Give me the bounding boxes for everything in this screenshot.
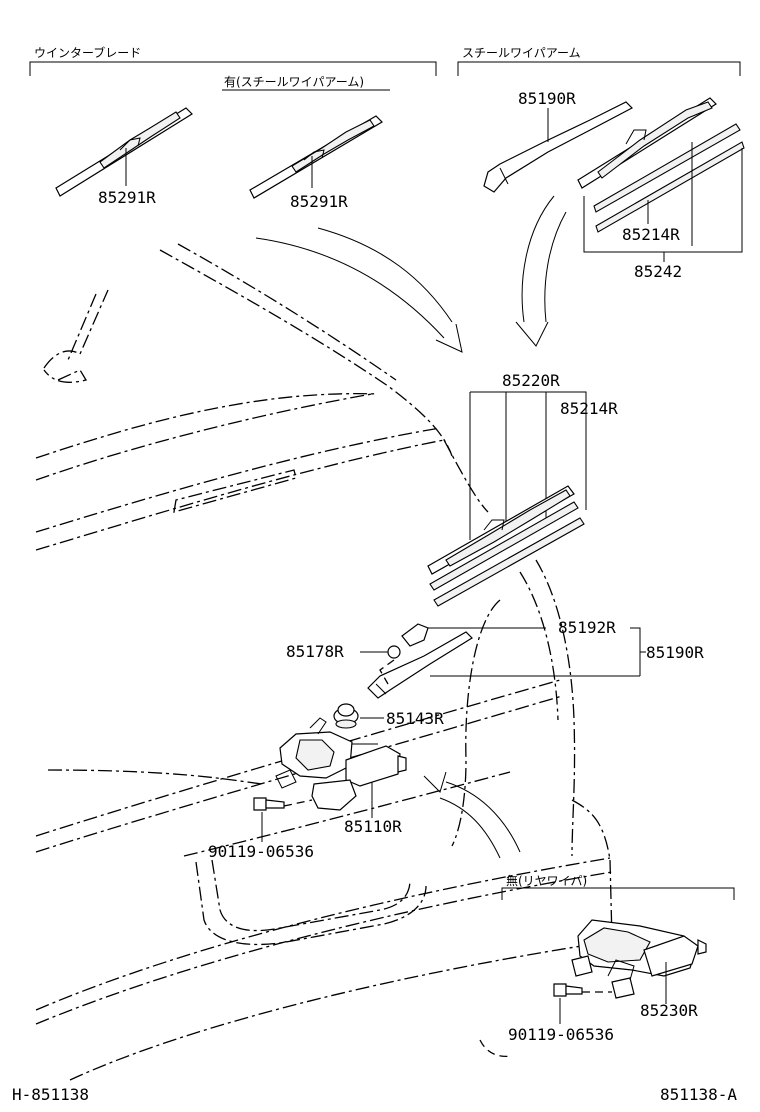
bolt-90119-b xyxy=(553,983,583,997)
header-with-steel-arm: 有(スチールワイパアーム) xyxy=(224,75,364,89)
grommet-85143r xyxy=(333,703,359,729)
rubber-refill-top xyxy=(593,123,745,233)
label-85220r: 85220R xyxy=(502,371,560,390)
header-without-rear-wiper: 無(リヤワイパ) xyxy=(506,873,587,888)
guide-bolt-a xyxy=(283,799,313,807)
footer-left-code: H-851138 xyxy=(12,1085,89,1104)
header-bracket-steel-arm xyxy=(457,61,741,76)
winter-blade-1 xyxy=(55,107,193,197)
label-85291r-a: 85291R xyxy=(98,188,156,207)
header-bracket-no-rear-wiper xyxy=(501,887,735,900)
arrow-to-blade xyxy=(255,227,463,353)
label-85214r-top: 85214R xyxy=(622,225,680,244)
bolt-90119-a xyxy=(253,797,285,811)
wiper-motor-85110r xyxy=(275,717,407,811)
label-85190r-top: 85190R xyxy=(518,89,576,108)
steel-wiper-blade-top xyxy=(577,97,717,189)
label-85242: 85242 xyxy=(634,262,682,281)
header-bracket-wiper-blade xyxy=(29,61,437,76)
winter-blade-2 xyxy=(249,115,383,199)
label-85110r: 85110R xyxy=(344,817,402,836)
label-85214r: 85214R xyxy=(560,399,618,418)
bracket-85190r xyxy=(428,627,646,677)
steel-wiper-arm-top xyxy=(483,101,634,193)
rear-wiper-arm-85190r xyxy=(367,631,473,699)
label-90119-06536-b: 90119-06536 xyxy=(508,1025,614,1044)
label-85230r: 85230R xyxy=(640,1001,698,1020)
arrow-to-motor xyxy=(423,771,521,859)
link-assembly-85230r xyxy=(571,919,707,999)
label-85192r: 85192R xyxy=(558,618,616,637)
guide-nut-to-arm xyxy=(379,659,395,685)
header-steel-wiper-arm: スチールワイパアーム xyxy=(462,46,581,60)
bracket-85242 xyxy=(583,142,743,262)
footer-right-code: 851138-A xyxy=(660,1085,737,1104)
vehicle-outline xyxy=(35,243,621,1081)
label-85178r: 85178R xyxy=(286,642,344,661)
arrow-down-to-blade xyxy=(515,195,567,347)
nut-85178r xyxy=(387,645,401,659)
label-85291r-b: 85291R xyxy=(290,192,348,211)
label-90119-06536-a: 90119-06536 xyxy=(208,842,314,861)
arm-head-cover-85192r xyxy=(401,623,429,647)
label-85143r: 85143R xyxy=(386,709,444,728)
label-85190r: 85190R xyxy=(646,643,704,662)
rear-wiper-blade xyxy=(427,485,585,607)
header-wiper-blade: ウインターブレード xyxy=(34,45,141,60)
